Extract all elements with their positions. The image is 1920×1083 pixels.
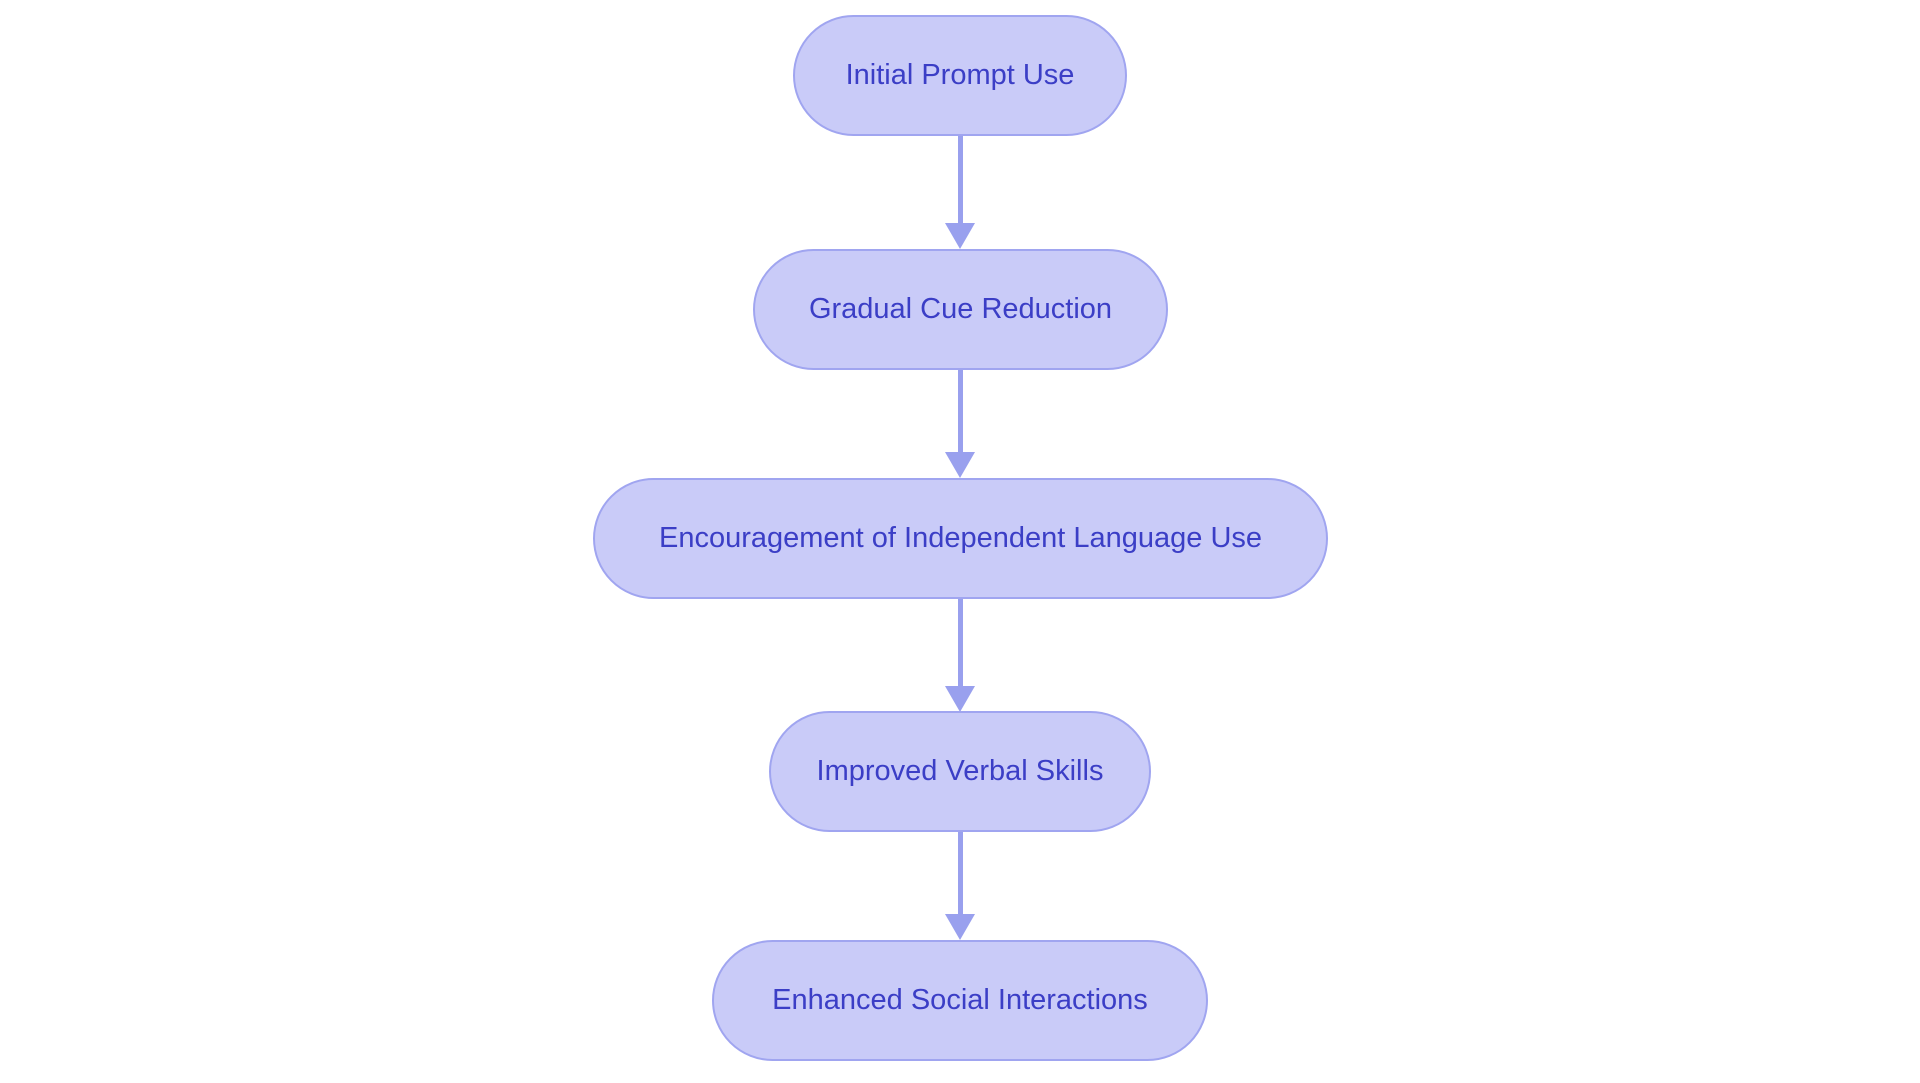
- flow-node-enhanced-social-interactions: Enhanced Social Interactions: [712, 940, 1208, 1061]
- flow-node-encouragement-independent-language-use: Encouragement of Independent Language Us…: [593, 478, 1328, 599]
- flow-node-label: Improved Verbal Skills: [816, 755, 1104, 788]
- flow-node-label: Gradual Cue Reduction: [808, 293, 1113, 326]
- flow-arrow-n2-n3: [945, 370, 975, 478]
- arrow-down-icon: [945, 914, 975, 940]
- arrow-line: [957, 599, 963, 688]
- flow-node-label: Encouragement of Independent Language Us…: [658, 522, 1263, 555]
- arrow-down-icon: [945, 686, 975, 712]
- flow-node-label: Enhanced Social Interactions: [772, 984, 1148, 1017]
- flow-arrow-n3-n4: [945, 599, 975, 712]
- arrow-line: [957, 832, 963, 916]
- flow-arrow-n1-n2: [945, 136, 975, 249]
- arrow-down-icon: [945, 452, 975, 478]
- flow-node-gradual-cue-reduction: Gradual Cue Reduction: [753, 249, 1168, 370]
- arrow-line: [957, 136, 963, 225]
- flow-node-initial-prompt-use: Initial Prompt Use: [793, 15, 1127, 136]
- flow-arrow-n4-n5: [945, 832, 975, 940]
- arrow-line: [957, 370, 963, 454]
- flow-node-improved-verbal-skills: Improved Verbal Skills: [769, 711, 1151, 832]
- flow-node-label: Initial Prompt Use: [845, 59, 1075, 92]
- arrow-down-icon: [945, 223, 975, 249]
